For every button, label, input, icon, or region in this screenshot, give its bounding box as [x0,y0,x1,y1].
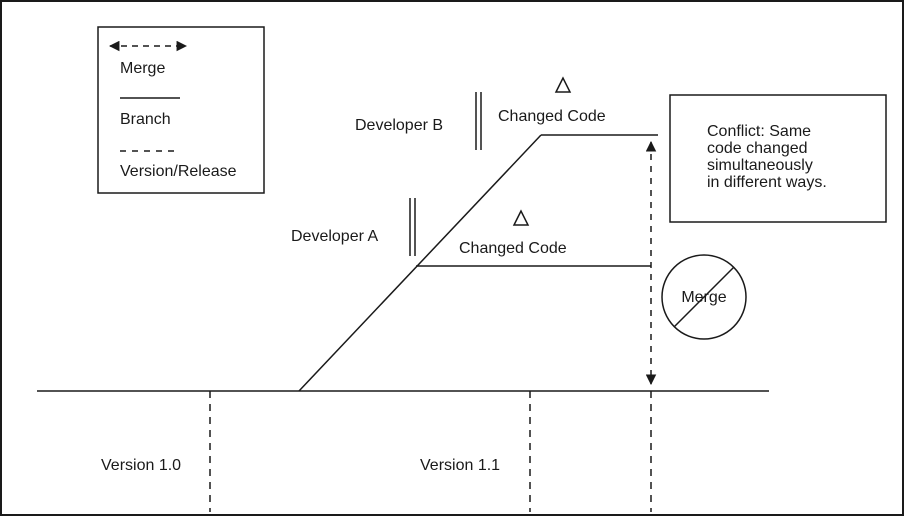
developer-b-marker [475,92,482,150]
legend-version-label: Version/Release [120,163,237,180]
legend-branch-label: Branch [120,111,171,128]
conflict-line: code changed [707,140,808,157]
legend-merge-label: Merge [120,60,165,77]
merge-blocked-label: Merge [681,289,726,306]
conflict-text: Conflict: Same code changed simultaneous… [707,123,827,191]
legend: Merge Branch Version/Release [97,26,265,194]
changed-code-b-label: Changed Code [498,108,606,125]
legend-box [97,26,265,194]
version-1-0-label: Version 1.0 [101,457,181,474]
conflict-box [669,94,887,223]
conflict-line: Conflict: Same [707,123,811,140]
conflict-line: simultaneously [707,157,813,174]
version-1-1-label: Version 1.1 [420,457,500,474]
delta-icon [512,209,530,226]
merge-blocked-icon: Merge [661,254,747,340]
branch-diagonal [298,134,542,392]
developer-b-label: Developer B [355,117,443,134]
delta-icon [554,76,572,93]
changed-code-a-label: Changed Code [459,240,567,257]
conflict-line: in different ways. [707,174,827,191]
developer-a-marker [409,198,416,256]
developer-a-label: Developer A [291,228,378,245]
